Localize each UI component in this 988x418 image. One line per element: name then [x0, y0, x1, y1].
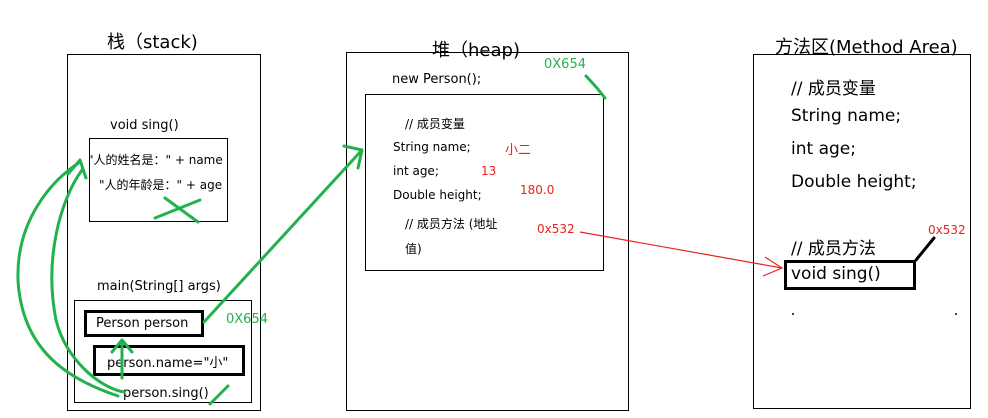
heap-height-field: Double height; [393, 188, 482, 202]
heap-title: 堆（heap) [432, 40, 520, 61]
heap-name-value: 小二 [505, 143, 532, 158]
assign-stmt-label: person.name="小" [107, 356, 229, 371]
stack-title: 栈（stack) [107, 32, 198, 53]
heap-method-address: 0x532 [537, 222, 575, 236]
ma-height-field: Double height; [791, 172, 917, 192]
heap-address-label: 0X654 [544, 57, 586, 72]
ma-method-box [784, 260, 916, 290]
heap-member-var-comment: // 成员变量 [405, 117, 465, 131]
heap-age-value: 13 [481, 164, 497, 178]
sing-line-age: "人的年龄是：" + age [99, 178, 223, 192]
heap-new-expr: new Person(); [392, 72, 482, 87]
sing-frame-label: void sing() [110, 118, 179, 133]
ma-method-comment: // 成员方法 [791, 239, 876, 259]
sing-line-name: "人的姓名是：" + name [88, 153, 223, 167]
call-stmt-label: person.sing() [123, 386, 209, 401]
heap-object [365, 94, 604, 271]
heap-height-value: 180.0 [520, 183, 555, 197]
person-var-label: Person person [96, 316, 189, 331]
heap-method-comment-2: 值) [405, 242, 422, 256]
heap-age-field: int age; [393, 164, 439, 178]
ma-age-field: int age; [791, 139, 856, 159]
main-frame-label: main(String[] args) [97, 279, 221, 294]
stack-address-label: 0X654 [226, 312, 268, 327]
ma-method-signature: void sing() [791, 264, 881, 284]
heap-name-field: String name; [393, 140, 471, 154]
method-area-title: 方法区(Method Area) [775, 37, 958, 58]
ma-name-field: String name; [791, 106, 902, 126]
heap-method-comment-1: // 成员方法 (地址 [405, 217, 498, 231]
ma-member-var-comment: // 成员变量 [791, 79, 876, 99]
ma-method-address: 0x532 [928, 223, 966, 237]
